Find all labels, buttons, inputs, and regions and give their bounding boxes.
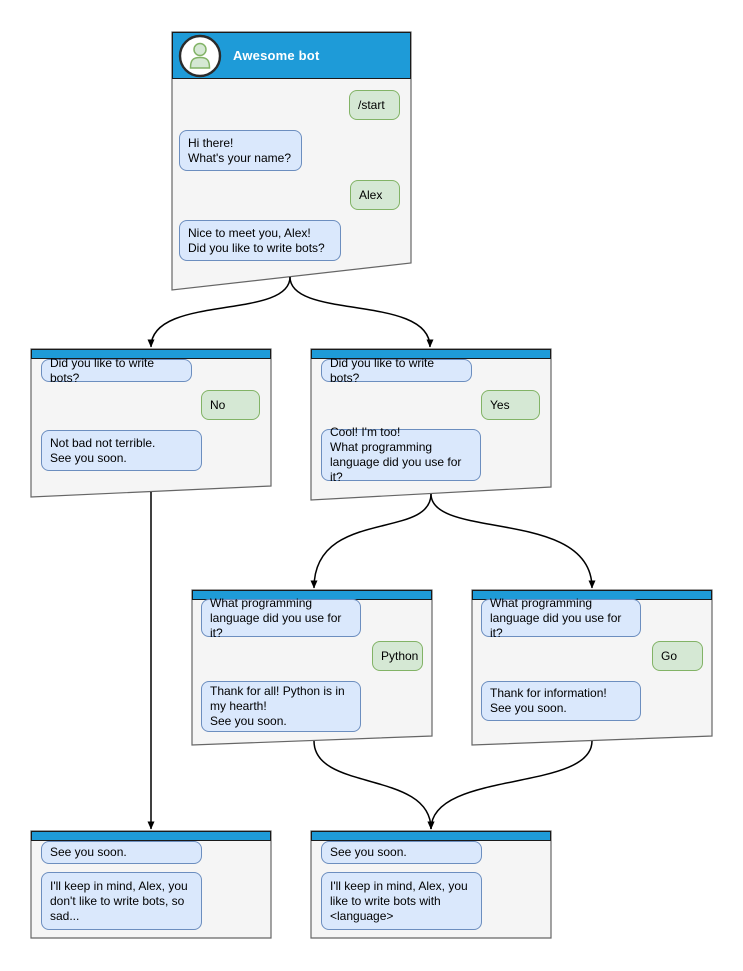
bot-message-bubble: Thank for all! Python is in my hearth! S… <box>201 681 361 732</box>
person-icon <box>189 42 211 69</box>
bot-title: Awesome bot <box>233 48 320 63</box>
user-message-bubble: Yes <box>481 390 540 420</box>
chat-window-go-branch: What programming language did you use fo… <box>472 590 712 745</box>
bot-message-bubble: See you soon. <box>41 841 202 864</box>
user-message-bubble: Alex <box>350 180 400 210</box>
chat-window-no-branch: Did you like to write bots? No Not bad n… <box>31 349 271 497</box>
bot-message-bubble: Cool! I'm too! What programming language… <box>321 425 481 484</box>
user-message-bubble: Python <box>372 641 423 671</box>
connector-yes-to-python <box>310 493 432 589</box>
window-header <box>31 349 271 359</box>
user-message-bubble: /start <box>349 90 400 120</box>
bot-message-bubble: Nice to meet you, Alex! Did you like to … <box>179 220 341 261</box>
window-header <box>311 349 551 359</box>
connectors <box>147 276 596 830</box>
bot-message-bubble: I'll keep in mind, Alex, you don't like … <box>41 872 202 930</box>
bot-message-bubble: Not bad not terrible. See you soon. <box>41 430 202 471</box>
chat-window-end-yes: See you soon. I'll keep in mind, Alex, y… <box>311 831 551 938</box>
connector-go-to-end <box>427 740 593 830</box>
bot-message-bubble: What programming language did you use fo… <box>481 596 641 640</box>
bot-message-bubble: What programming language did you use fo… <box>201 596 361 640</box>
connector-python-to-end <box>313 740 435 830</box>
chat-window-end-no: See you soon. I'll keep in mind, Alex, y… <box>31 831 271 938</box>
chat-window-root: Awesome bot /start Hi there! What's your… <box>172 32 411 290</box>
bot-message-bubble: Hi there! What's your name? <box>179 130 302 171</box>
bot-message-bubble: Did you like to write bots? <box>41 356 192 385</box>
chat-window-yes-branch: Did you like to write bots? Yes Cool! I'… <box>311 349 551 500</box>
window-header: Awesome bot <box>172 32 411 79</box>
user-message-bubble: No <box>201 390 260 420</box>
bot-message-bubble: See you soon. <box>321 841 482 864</box>
bot-message-bubble: I'll keep in mind, Alex, you like to wri… <box>321 872 482 930</box>
window-header <box>311 831 551 841</box>
connector-root-to-no <box>147 276 291 348</box>
bot-avatar <box>178 34 222 78</box>
window-header <box>31 831 271 841</box>
chat-window-python-branch: What programming language did you use fo… <box>192 590 432 745</box>
connector-root-to-yes <box>289 276 434 348</box>
bot-message-bubble: Did you like to write bots? <box>321 356 472 385</box>
user-message-bubble: Go <box>652 641 703 671</box>
bot-message-bubble: Thank for information! See you soon. <box>481 681 641 721</box>
connector-yes-to-go <box>430 493 596 589</box>
